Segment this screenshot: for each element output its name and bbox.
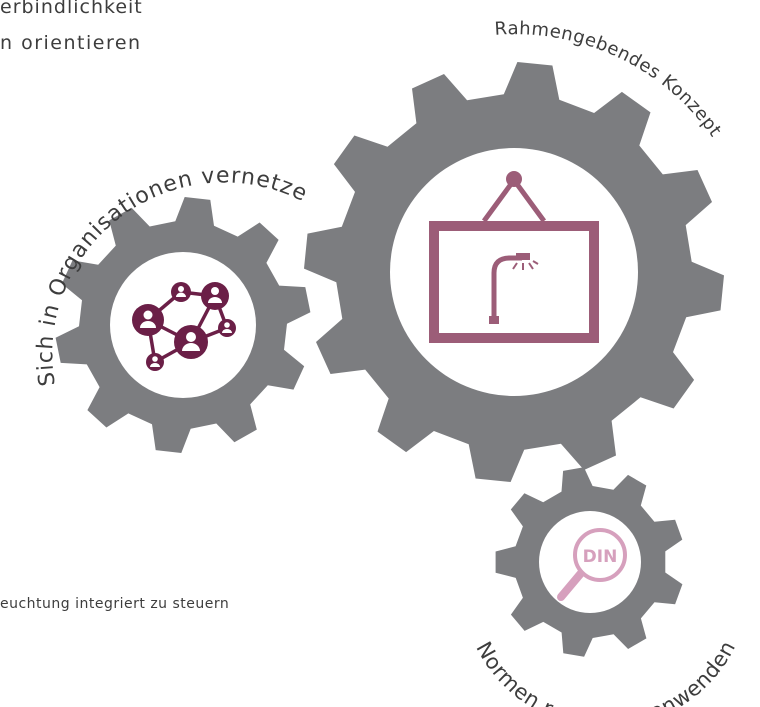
text-fragment-verbindlichkeit: erbindlichkeit — [0, 0, 143, 18]
text-fragment-beleuchtung: euchtung integriert zu steuern — [0, 596, 230, 612]
din-label: DIN — [583, 547, 618, 567]
label-din: Normen reflektiert anwenden — [471, 637, 740, 707]
text-fragment-orientieren: n orientieren — [0, 32, 142, 54]
gear-frame — [304, 62, 724, 482]
framed-street-lamp-icon — [429, 171, 599, 343]
people-network-icon — [132, 282, 236, 371]
gear-network — [55, 197, 311, 453]
gear-din: DIN — [495, 467, 683, 657]
din-magnifier-icon: DIN — [557, 528, 627, 601]
